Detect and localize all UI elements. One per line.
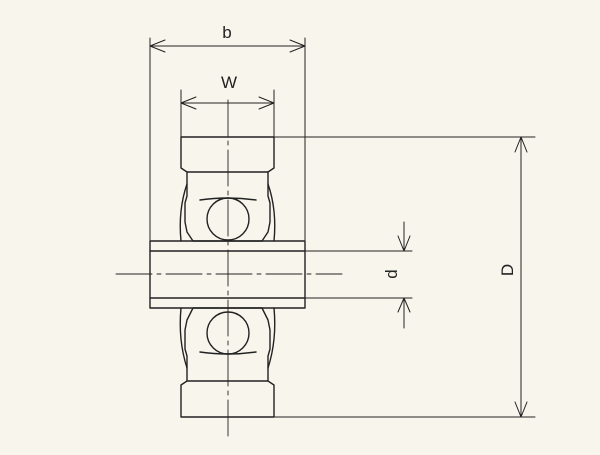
- label-b: b: [222, 23, 231, 42]
- shield-right-upper: [267, 183, 276, 242]
- outer-ring-lower: [180, 307, 275, 418]
- label-d: d: [382, 269, 401, 278]
- center-lines: [115, 99, 343, 441]
- outer-ring-upper: [180, 136, 275, 242]
- extension-lines: [149, 37, 536, 418]
- label-big-d: D: [498, 264, 517, 276]
- shield-left-upper: [179, 183, 188, 242]
- shield-right-lower: [267, 307, 276, 369]
- label-w: W: [221, 73, 237, 92]
- ball-upper: [206, 197, 250, 241]
- dimension-lines: [149, 45, 522, 418]
- shield-left-lower: [179, 307, 188, 369]
- arrowheads: [149, 39, 528, 418]
- inner-ring: [149, 240, 306, 309]
